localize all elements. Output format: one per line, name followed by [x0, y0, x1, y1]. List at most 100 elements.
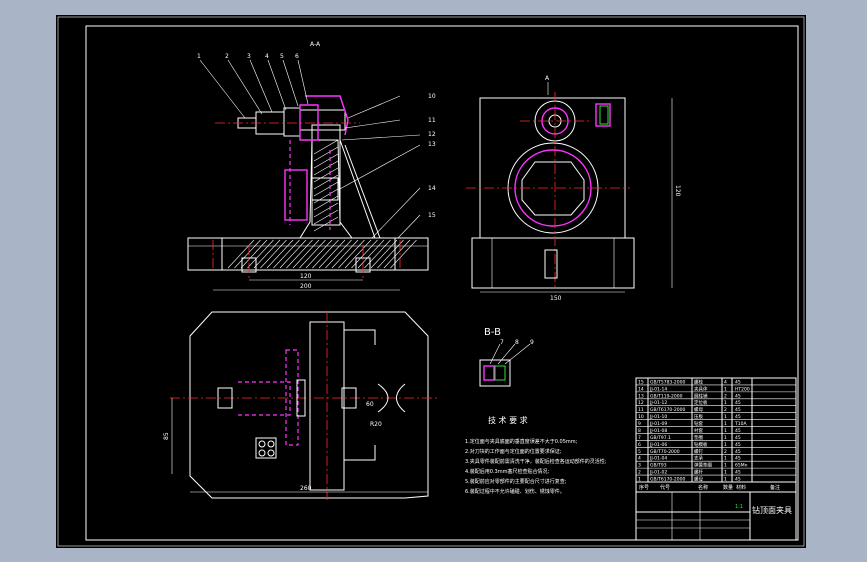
parts-cell-qty: 2	[724, 449, 727, 455]
parts-cell-qty: 1	[724, 421, 727, 427]
hatch-line	[357, 239, 385, 269]
dim-plan-bolt: R20	[370, 421, 382, 428]
parts-cell-qty: 1	[724, 428, 727, 434]
hatch-line	[292, 239, 320, 269]
hatch-line	[313, 174, 339, 190]
drawing-canvas	[56, 15, 806, 548]
parts-cell-name: 定位板	[694, 399, 708, 406]
parts-cell-qty: 1	[724, 386, 727, 392]
parts-cell-no: 1	[638, 477, 641, 483]
hatch-line	[313, 216, 339, 232]
hatch-line	[390, 239, 417, 269]
balloon-3: 3	[247, 53, 251, 60]
balloon-13: 13	[428, 141, 436, 148]
hatch-line	[313, 188, 339, 204]
parts-cell-code: GB/T93	[650, 463, 667, 469]
section-aa-label: A-A	[310, 41, 321, 48]
parts-cell-code: GB/T97.1	[650, 435, 671, 441]
parts-cell-name: 圆柱销	[694, 392, 708, 399]
plan-view: 260 85 60 R20	[163, 311, 440, 500]
hatch-line	[338, 239, 365, 269]
header-code: 代号	[660, 484, 670, 491]
hatch-line	[286, 239, 313, 269]
parts-cell-code: JJ-01-02	[649, 470, 667, 476]
hatch-line	[313, 153, 339, 169]
tech-item-4: 4.装配后用0.3mm塞尺检查贴合情况;	[465, 468, 549, 475]
parts-cell-qty: 1	[724, 414, 727, 420]
parts-cell-no: 14	[638, 386, 644, 392]
hatch-line	[247, 239, 274, 269]
parts-cell-qty: 1	[724, 477, 727, 483]
parts-cell-code: JJ-01-08	[649, 428, 667, 434]
parts-cell-mat: 45	[735, 456, 741, 462]
arrow-a-label: A	[545, 75, 550, 82]
tech-title: 技 术 要 求	[488, 415, 528, 425]
parts-cell-mat: 45	[735, 428, 741, 434]
parts-cell-no: 7	[638, 435, 641, 441]
parts-cell-code: GB/T5783-2000	[650, 379, 686, 385]
outer-border	[57, 16, 805, 547]
parts-cell-code: GB/T6170-2000	[650, 477, 686, 483]
header-qty: 数量	[723, 484, 733, 491]
parts-cell-mat: 45	[735, 442, 741, 448]
parts-cell-code: JJ-01-10	[649, 414, 667, 420]
parts-cell-mat: 45	[735, 400, 741, 406]
balloon-10: 10	[428, 93, 436, 100]
parts-cell-no: 10	[638, 414, 644, 420]
parts-cell-no: 9	[638, 421, 641, 427]
parts-cell-mat: 45	[735, 477, 741, 483]
title-block: 钻顶面夹具 1:1 序号 代号 名称 数量 材料 备注	[635, 481, 797, 541]
parts-cell-name: 螺母	[694, 476, 703, 483]
parts-cell-qty: 1	[724, 442, 727, 448]
parts-cell-mat: 45	[735, 407, 741, 413]
parts-cell-name: 弹簧垫圈	[694, 462, 712, 469]
section-bb: B-B 7 8 9	[479, 327, 534, 387]
balloon-7: 7	[500, 339, 504, 346]
parts-cell-code: JJ-01-04	[649, 456, 667, 462]
hatch-line	[344, 239, 372, 269]
hatch-line	[313, 139, 339, 155]
parts-cell-mat: 45	[735, 449, 741, 455]
hatch-line	[313, 146, 339, 162]
section-bb-label: B-B	[484, 327, 501, 338]
parts-cell-mat: 45	[735, 470, 741, 476]
side-view: A 150 120	[466, 75, 681, 302]
balloon-5: 5	[280, 53, 284, 60]
balloon-14: 14	[428, 185, 436, 192]
hatch-line	[240, 239, 268, 269]
hatch-line	[279, 239, 307, 269]
parts-cell-code: JJ-01-09	[649, 421, 667, 427]
hatch-line	[313, 209, 339, 225]
tech-item-1: 1.定位面与夹具底面的垂直度误差不大于0.05mm;	[465, 438, 578, 445]
parts-cell-qty: 1	[724, 470, 727, 476]
parts-cell-no: 12	[638, 400, 644, 406]
parts-cell-name: 钻套	[694, 420, 703, 427]
hatch-line	[383, 239, 411, 269]
hatch-line	[312, 239, 339, 269]
header-mat: 材料	[736, 484, 746, 491]
parts-cell-mat: T10A	[734, 421, 747, 427]
parts-cell-mat: 45	[735, 435, 741, 441]
parts-cell-no: 15	[638, 379, 644, 385]
hatch-line	[260, 239, 287, 269]
parts-cell-mat: 45	[735, 393, 741, 399]
front-section-view: A-A 120 200	[187, 41, 436, 291]
parts-cell-qty: 1	[724, 463, 727, 469]
parts-cell-mat: 45	[735, 414, 741, 420]
hatch-line	[273, 239, 300, 269]
hatch-line	[313, 202, 339, 218]
parts-cell-no: 3	[638, 463, 641, 469]
parts-cell-name: 螺母	[694, 406, 703, 413]
hatch-line	[234, 239, 261, 269]
parts-cell-name: 衬套	[694, 427, 703, 434]
parts-cell-mat: HT200	[735, 386, 750, 392]
parts-cell-no: 4	[638, 456, 641, 462]
balloon-9: 9	[530, 339, 534, 346]
parts-cell-no: 2	[638, 470, 641, 476]
hatch-line	[299, 239, 326, 269]
parts-cell-no: 8	[638, 428, 641, 434]
title-block-title: 钻顶面夹具	[752, 505, 792, 515]
parts-cell-qty: 2	[724, 407, 727, 413]
dim-side-bottom: 150	[550, 295, 562, 302]
